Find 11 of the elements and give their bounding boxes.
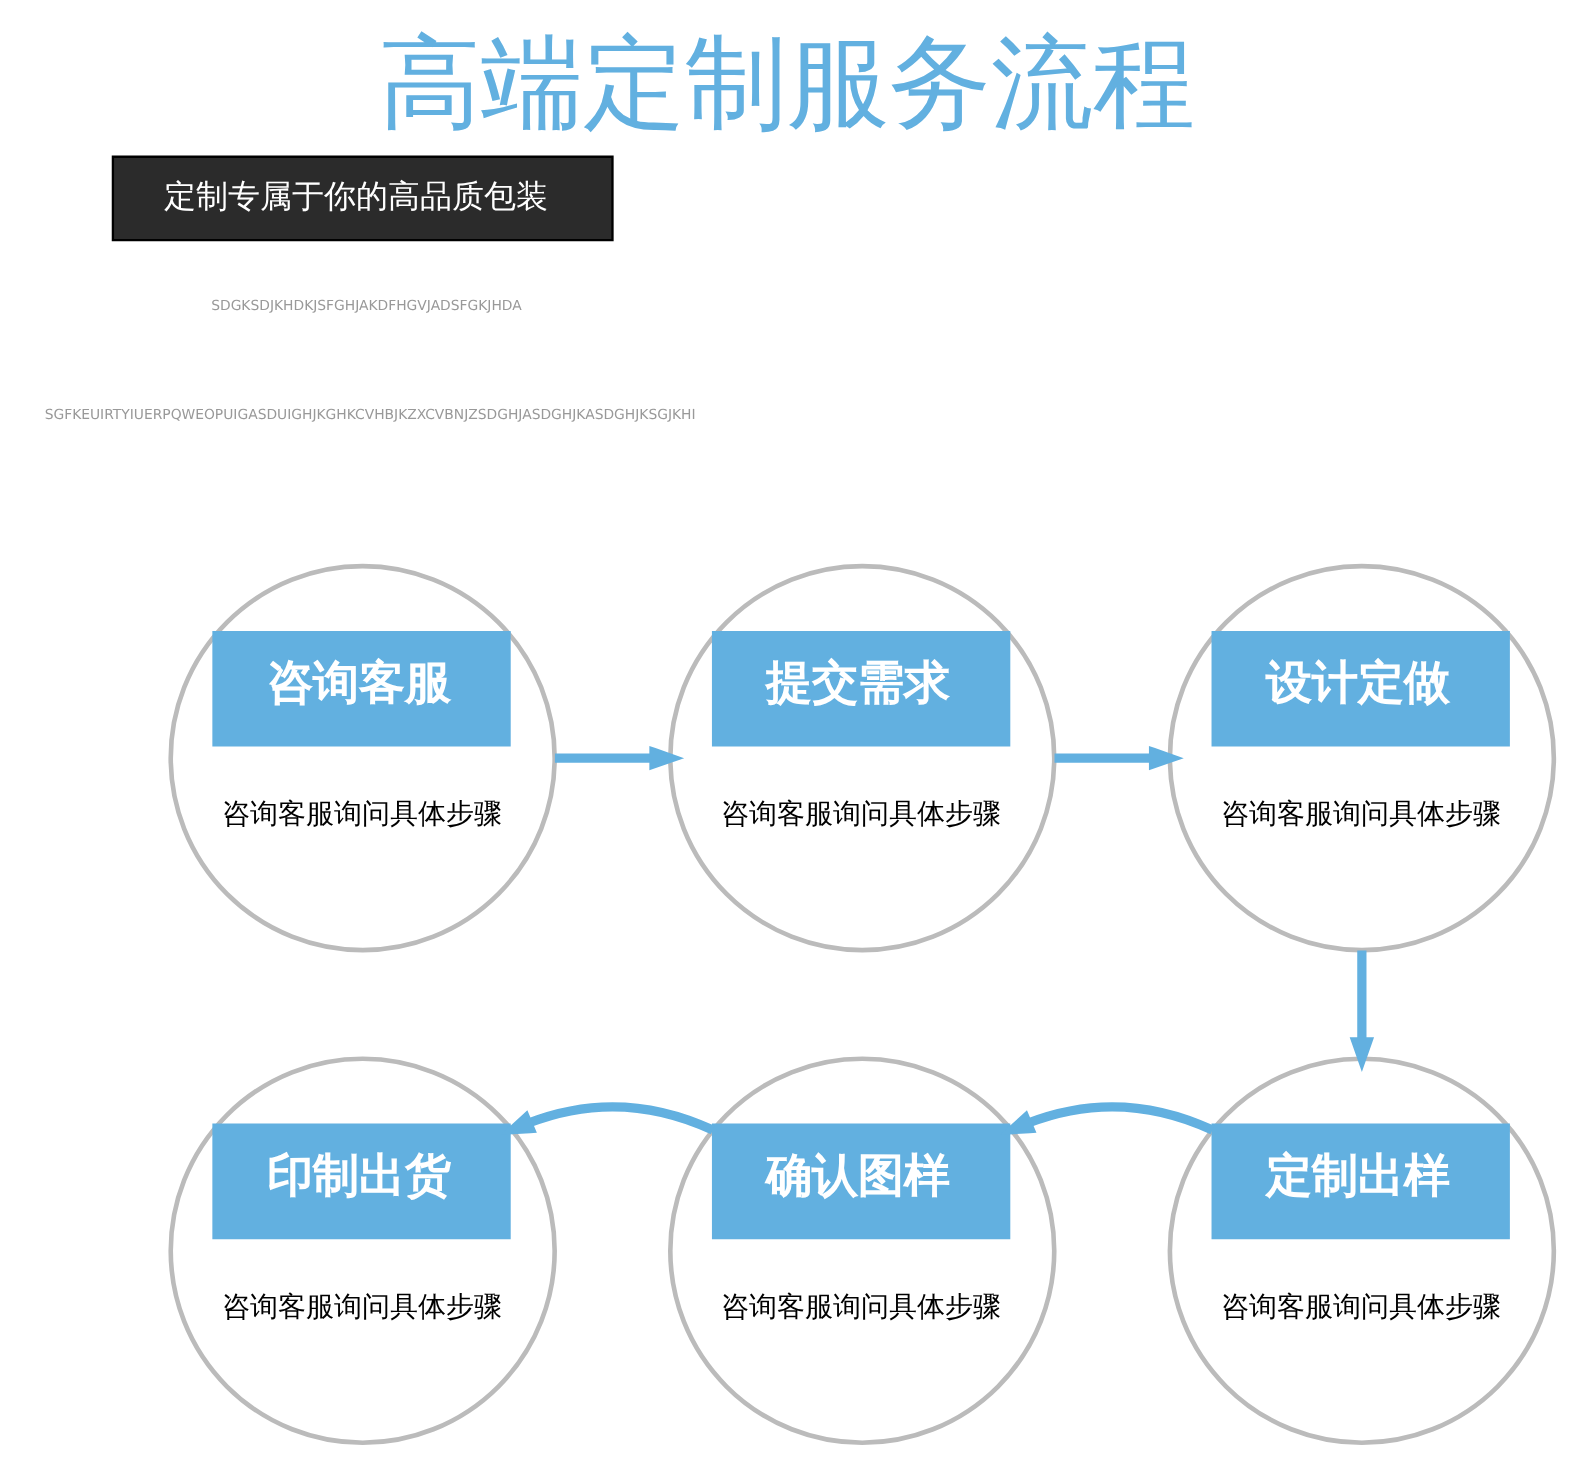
arrow — [554, 745, 685, 771]
arrow — [1349, 950, 1375, 1073]
diagram-title: 高端定制服务流程 — [379, 23, 1196, 142]
node-circle: 印制出货 咨询客服询问具体步骤 — [168, 1056, 557, 1446]
arrow — [1054, 745, 1184, 771]
node-circle: 咨询客服 咨询客服询问具体步骤 — [168, 563, 557, 953]
node-circle: 提交需求 咨询客服询问具体步骤 — [668, 563, 1057, 953]
node-circle: 设计定做 咨询客服询问具体步骤 — [1167, 563, 1557, 953]
node-circle: 确认图样 咨询客服询问具体步骤 — [668, 1056, 1057, 1446]
node-circle: 定制出样 咨询客服询问具体步骤 — [1167, 1056, 1557, 1446]
node-box: 定制专属于你的高品质包装 — [111, 155, 614, 242]
